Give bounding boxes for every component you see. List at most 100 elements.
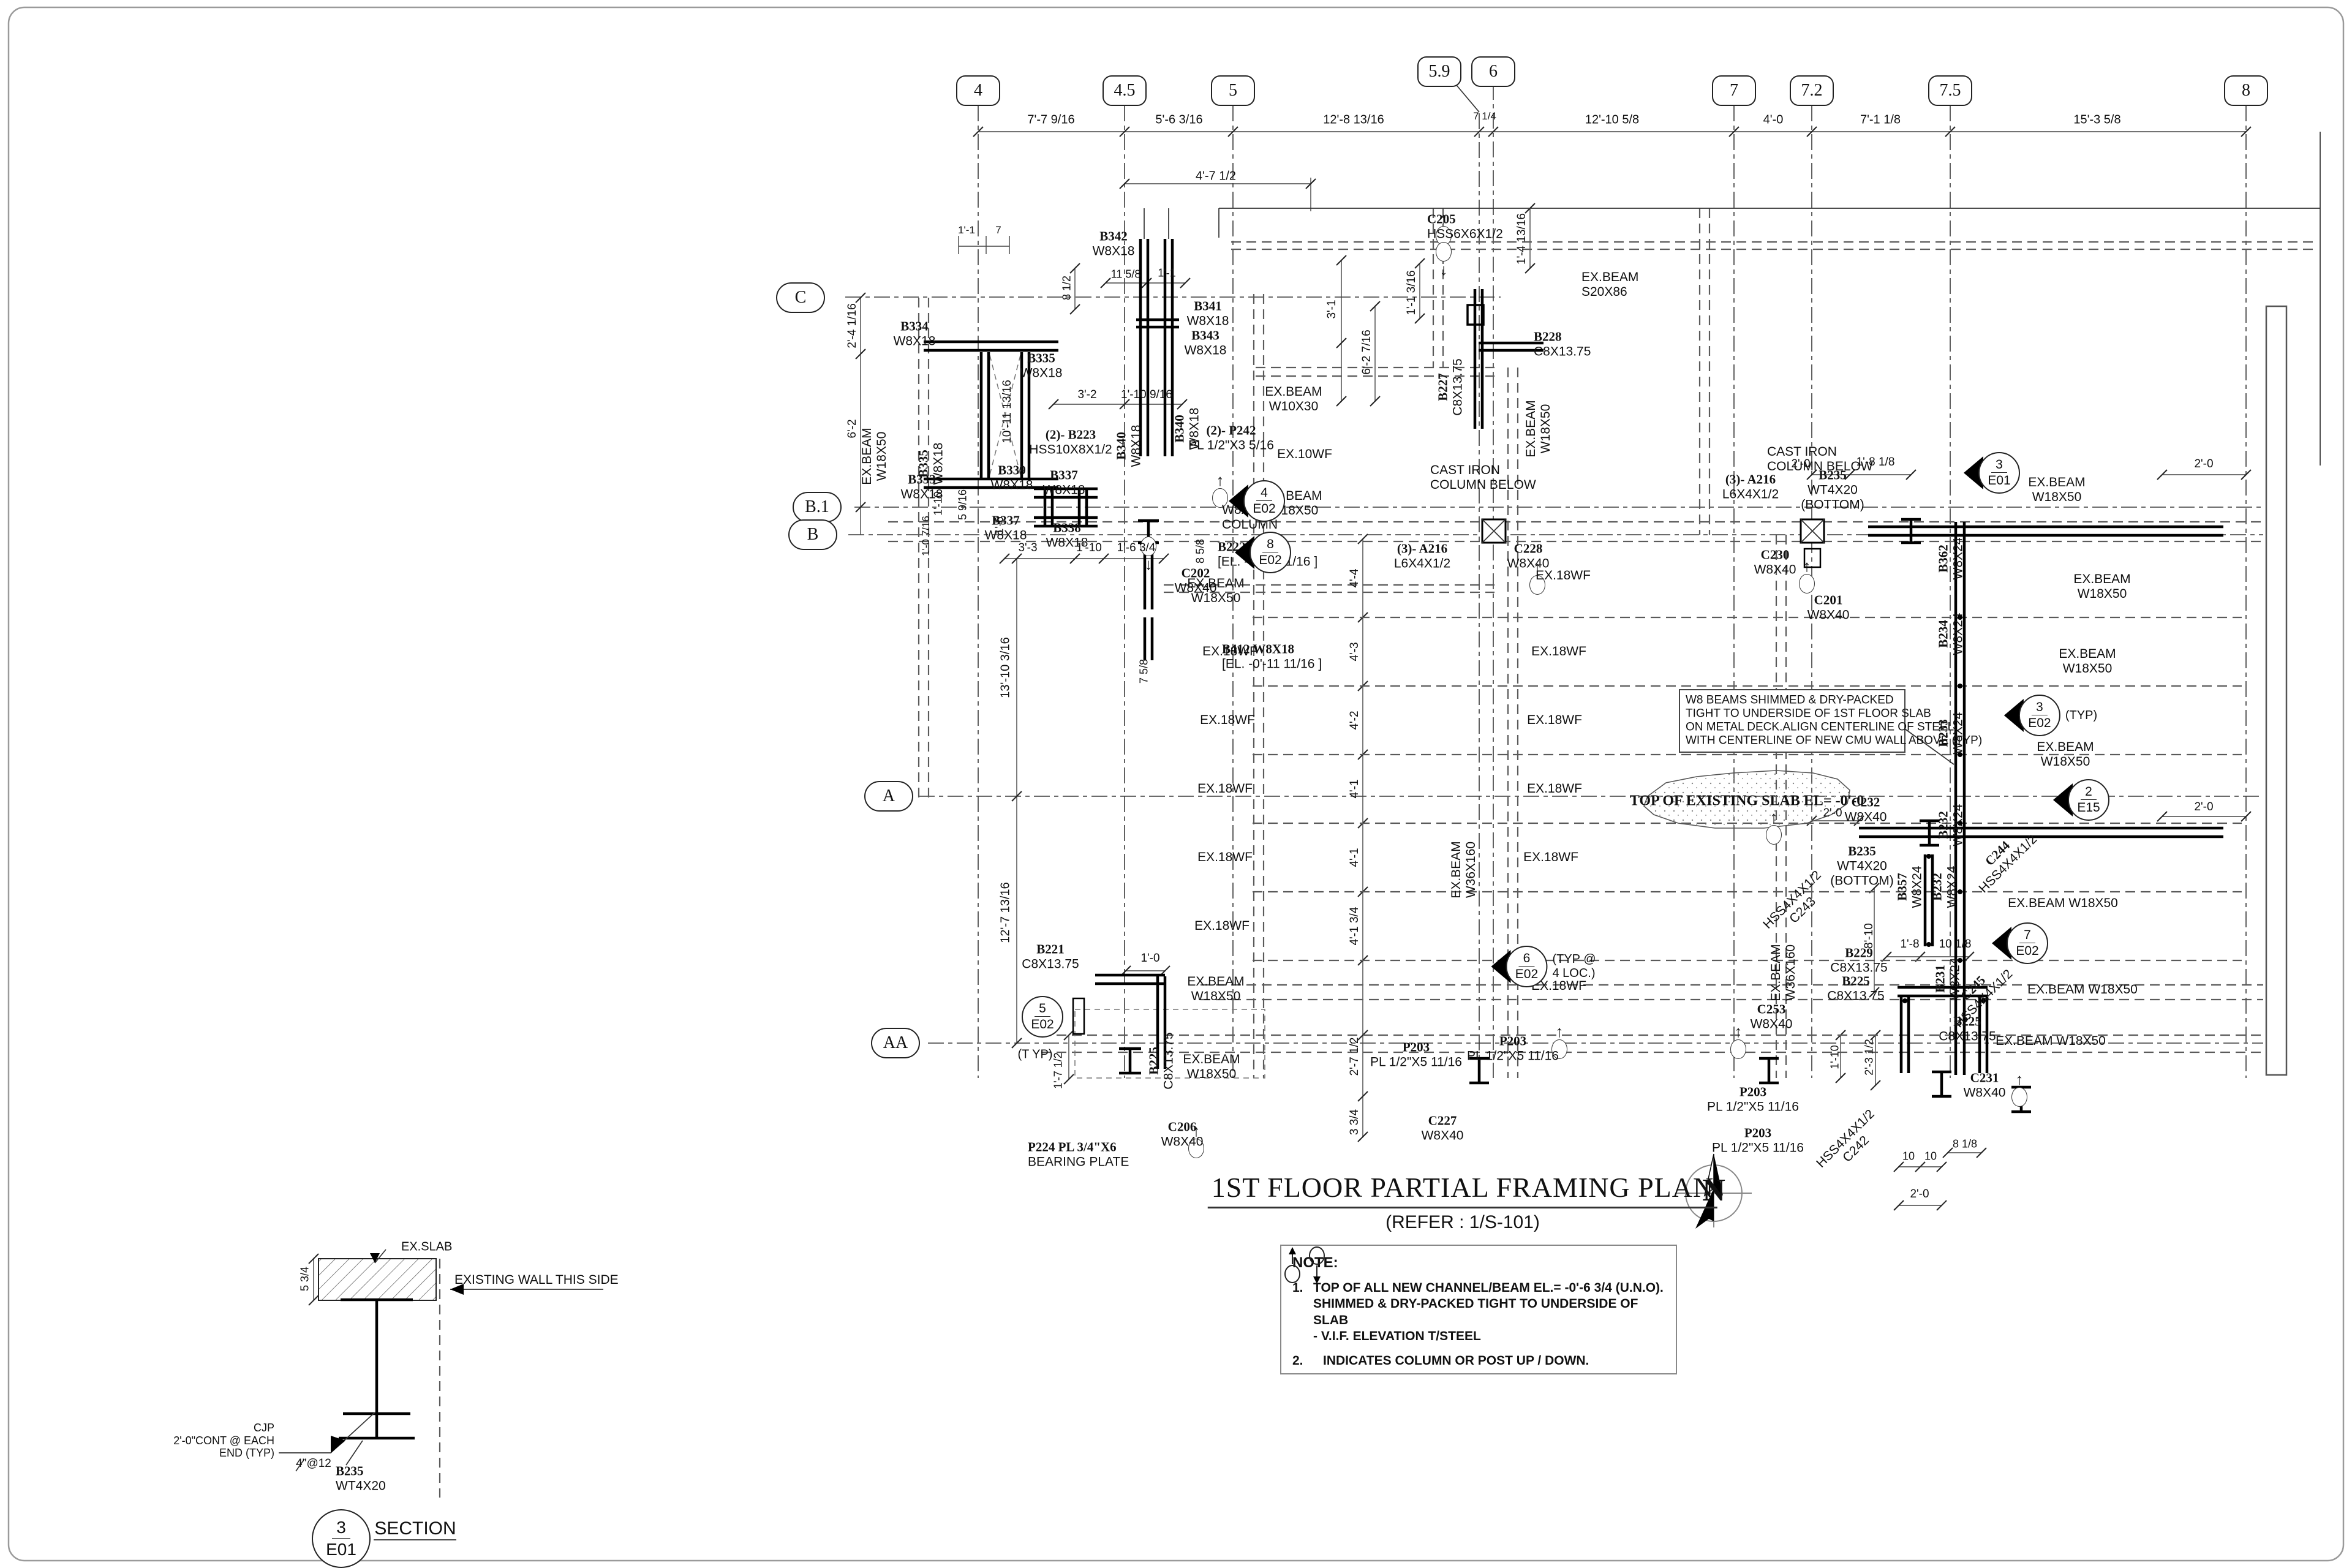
plan-label: 13'-10 3/16 — [998, 637, 1012, 698]
plan-label: 4'-7 1/2 — [1195, 169, 1237, 183]
plan-label: EX.18WF — [1197, 850, 1253, 864]
plan-label: EX.18WF — [1531, 978, 1586, 993]
plan-label: EX.18WF — [1200, 712, 1255, 727]
plan-label: EXISTING WALL THIS SIDE — [454, 1272, 619, 1287]
plan-label: EX.18WF — [1197, 781, 1253, 796]
plan-label: EX.SLAB — [401, 1240, 453, 1254]
grid-bubble-7.2: 7.2 — [1790, 75, 1834, 106]
grid-bubble-5: 5 — [1211, 75, 1255, 106]
plan-label: 8'-10 — [1863, 923, 1876, 949]
plan-label: 4"@12 — [296, 1457, 331, 1471]
note-box: NOTE: 1. TOP OF ALL NEW CHANNEL/BEAM EL.… — [1280, 1245, 1677, 1374]
column-post-up-icon: ↑ — [1799, 558, 1815, 594]
plan-label: 2'-0 — [2194, 458, 2214, 471]
plan-label: 3'-1 — [1325, 300, 1339, 319]
plan-label: 5 9/16 — [956, 489, 969, 521]
note-heading: NOTE: — [1292, 1254, 1338, 1271]
plan-label: 2'-7 1/2 — [1348, 1037, 1362, 1076]
plan-label: 7 5/8 — [1137, 658, 1150, 684]
plan-subtitle: (REFER : 1/S-101) — [1385, 1212, 1540, 1232]
grid-bubble-8: 8 — [2224, 75, 2268, 106]
plan-label: 12'-7 13/16 — [998, 882, 1012, 943]
plan-label: 1'-10 — [1076, 541, 1102, 555]
note-item-2-number: 2. — [1292, 1354, 1303, 1368]
column-post-up-icon: ↑ — [1551, 1023, 1567, 1059]
w8-note-box — [1679, 689, 1954, 765]
column-post-down-icon: ↓ — [1140, 537, 1156, 572]
plan-label: 7'-7 9/16 — [1027, 113, 1075, 127]
plan-label: 15'-3 5/8 — [2073, 113, 2121, 127]
plan-label: EX.18WF — [1527, 712, 1582, 727]
grid-bubble-A: A — [864, 781, 913, 812]
plan-label: 1'-10 — [932, 491, 944, 516]
plan-label: EX.18WF — [1194, 918, 1250, 933]
plan-label: 10 — [1902, 1150, 1915, 1163]
plan-label: 10 — [1924, 1150, 1937, 1163]
plan-label: 1'-6 — [993, 516, 1006, 535]
plan-label: 1'-1 — [1158, 266, 1176, 279]
grid-bubble-4.5: 4.5 — [1102, 75, 1147, 106]
plan-label: 4'-2 — [1348, 710, 1362, 730]
plan-label: N — [1702, 1173, 1725, 1208]
plan-label: 5 3/4 — [298, 1266, 311, 1292]
section-detail — [279, 1249, 603, 1540]
plan-label: TOP OF EXISTING SLAB EL= -0'-0 — [1629, 793, 1864, 809]
grid-bubble-7: 7 — [1712, 75, 1756, 106]
plan-label: 3 3/4 — [1348, 1109, 1362, 1136]
plan-label: 12'-8 13/16 — [1323, 113, 1384, 127]
existing-beams — [439, 208, 2315, 1498]
plan-label: 2'-0 — [1791, 458, 1811, 471]
plan-label: 2'-0 — [1910, 1188, 1929, 1201]
note-item-2: 2. INDICATES COLUMN OR POST UP / DOWN. — [1284, 1246, 1665, 1369]
plan-title-block: 1ST FLOOR PARTIAL FRAMING PLAN (REFER : … — [1207, 1171, 1718, 1233]
plan-label: 12'-10 5/8 — [1585, 113, 1640, 127]
plan-label: EX.BEAM W18X50 — [2008, 895, 2118, 910]
plan-label: EX.18WF — [1202, 644, 1257, 658]
plan-label: 1'-0 7/16 — [920, 516, 932, 556]
plan-label: (T YP) — [1017, 1047, 1053, 1061]
plan-label: 7 1/4 — [1473, 110, 1496, 123]
existing-wall — [1144, 132, 2321, 1076]
plan-label: 1'-8 1/8 — [1856, 456, 1895, 469]
column-post-up-icon: ↑ — [1188, 1123, 1204, 1158]
plan-label: 1'-10 9/16 — [1121, 388, 1172, 402]
column-post-up-icon: ↑ — [1766, 809, 1782, 845]
plan-label: 11 5/8 — [1110, 268, 1141, 281]
plan-label: 1'-8 — [1900, 938, 1920, 951]
